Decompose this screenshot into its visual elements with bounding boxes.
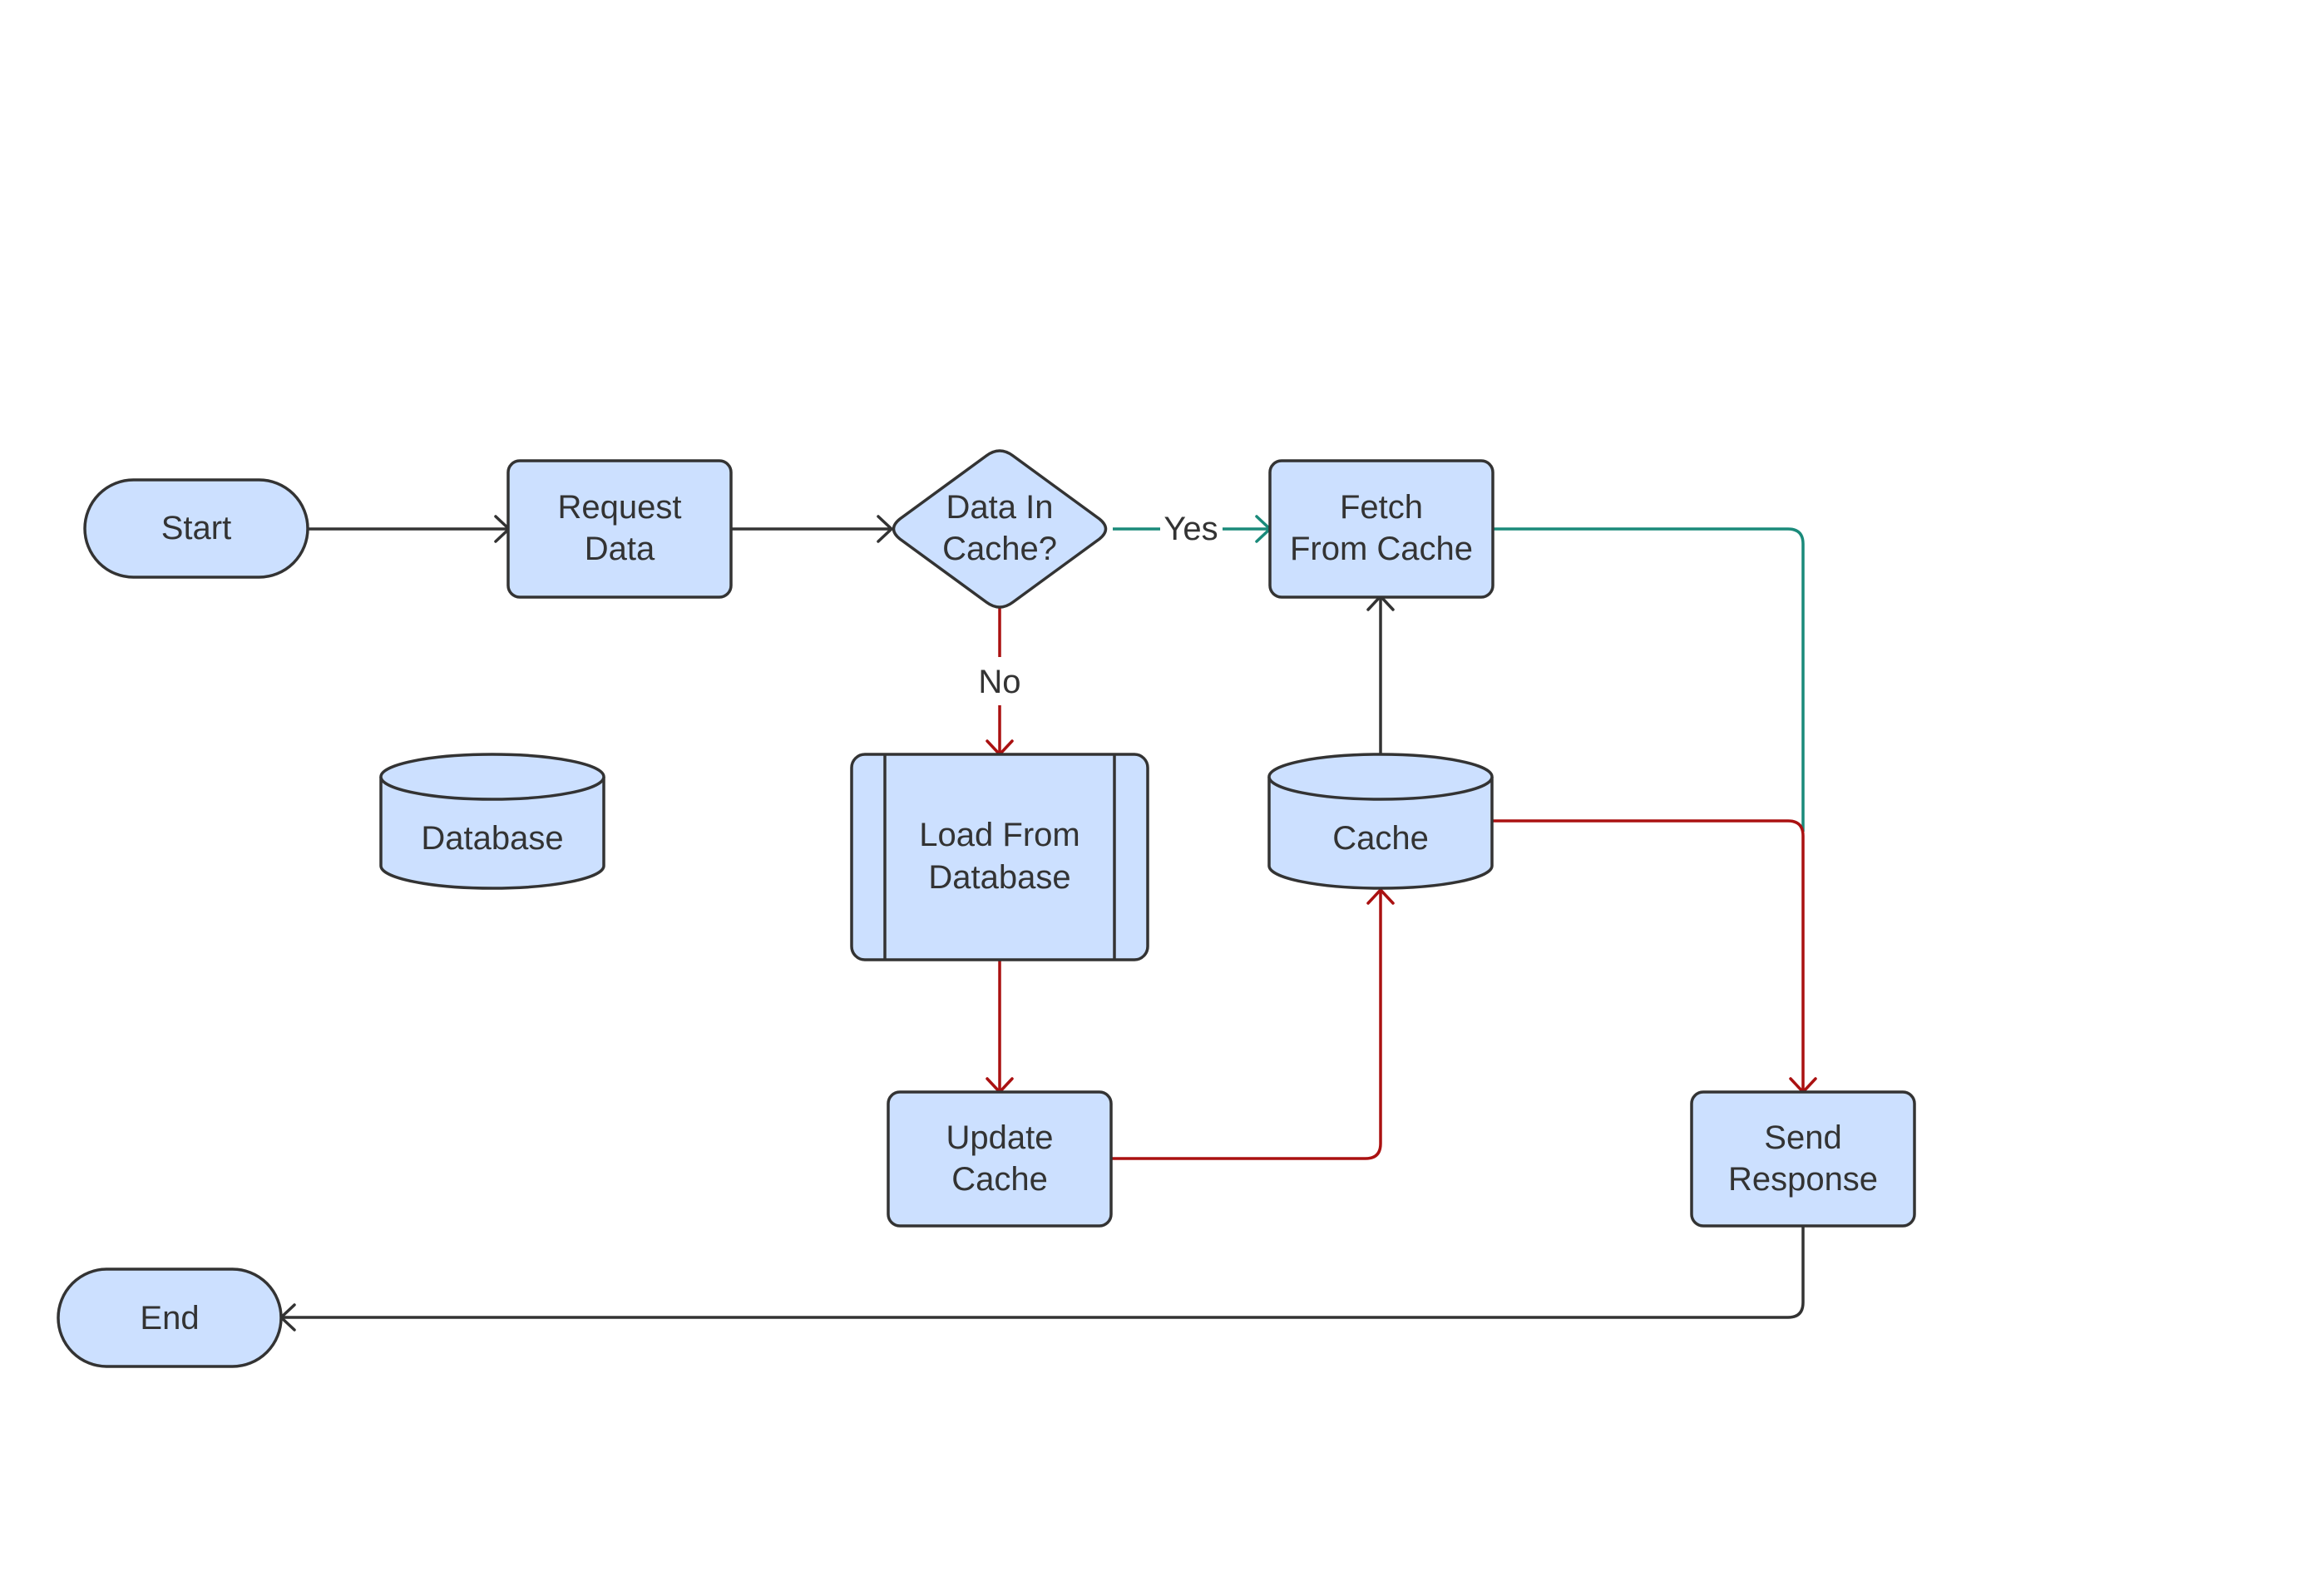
node-send-line2: Response [1728, 1161, 1878, 1198]
node-load-line1: Load From [919, 817, 1079, 853]
node-end-label: End [140, 1300, 199, 1337]
node-update-cache[interactable]: Update Cache [887, 1090, 1113, 1228]
node-send-response[interactable]: Send Response [1690, 1090, 1916, 1228]
node-load-line2: Database [928, 859, 1070, 896]
node-request-data-line2: Data [585, 531, 655, 567]
edge-cache-to-fetch [1366, 595, 1395, 755]
node-start-label: Start [161, 510, 231, 546]
node-database-label: Database [421, 820, 563, 857]
node-cache[interactable]: Cache [1267, 753, 1494, 890]
edge-send-to-end [279, 1226, 1805, 1332]
node-database[interactable]: Database [379, 753, 605, 890]
node-fetch-from-cache[interactable]: Fetch From Cache [1268, 459, 1494, 599]
node-end[interactable]: End [57, 1267, 283, 1368]
node-data-in-cache-decision[interactable]: Data In Cache? [892, 449, 1108, 609]
edge-request-to-decision [732, 515, 893, 543]
edge-cache-to-send [1493, 819, 1817, 1094]
edge-load-to-update [986, 960, 1014, 1094]
edge-decision-no-to-load: No [978, 607, 1021, 756]
node-fetch-line2: From Cache [1290, 531, 1473, 567]
node-decision-line1: Data In [946, 489, 1054, 526]
node-update-line2: Cache [951, 1161, 1048, 1198]
node-fetch-line1: Fetch [1340, 489, 1423, 526]
node-start[interactable]: Start [83, 478, 309, 579]
edge-update-to-cache [1112, 888, 1395, 1160]
edge-start-to-request [308, 515, 511, 543]
edge-label-no: No [978, 664, 1020, 700]
node-load-from-database[interactable]: Load From Database [850, 753, 1149, 961]
edge-fetch-to-send [1493, 527, 1805, 832]
node-decision-line2: Cache? [942, 531, 1057, 567]
node-request-data[interactable]: Request Data [506, 459, 733, 599]
edge-label-yes: Yes [1163, 511, 1218, 547]
edge-decision-yes-to-fetch: Yes [1113, 511, 1272, 547]
node-send-line1: Send [1764, 1119, 1841, 1156]
node-update-line1: Update [946, 1119, 1054, 1156]
node-request-data-line1: Request [558, 489, 682, 526]
node-cache-label: Cache [1332, 820, 1429, 857]
